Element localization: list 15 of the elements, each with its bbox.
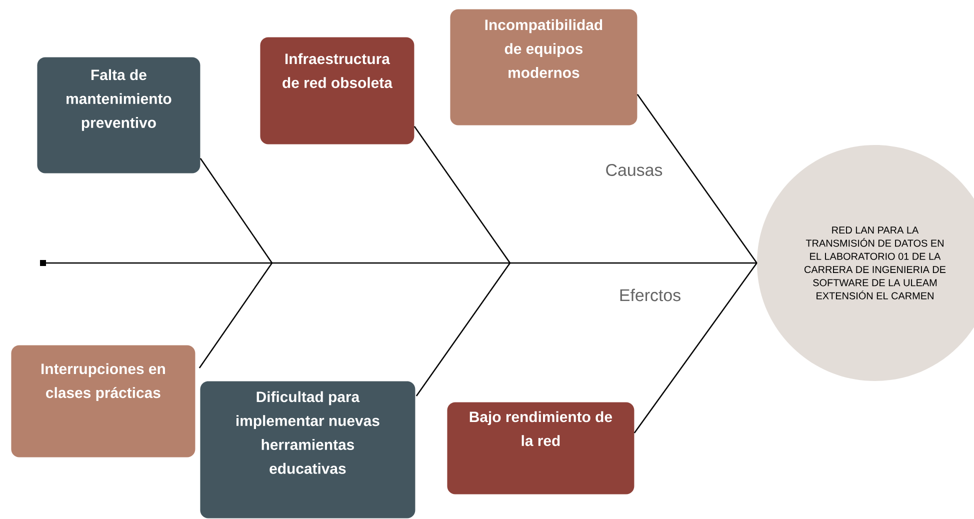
cause-box: Dificultad para implementar nuevas herramientas educativas (200, 381, 416, 518)
cause-box: Incompatibilidad de equipos modernos (450, 9, 638, 126)
cause-box: Bajo rendimiento de la red (447, 402, 634, 494)
bone-line (416, 262, 511, 396)
bone-line (414, 126, 511, 264)
cause-box: Interrupciones en clases prácticas (11, 345, 196, 458)
bone-line (634, 262, 758, 434)
bone-line (198, 262, 273, 368)
spine-line (40, 260, 757, 266)
section-label: Eferctos (620, 288, 680, 302)
cause-box: Falta de mantenimiento preventivo (37, 57, 200, 174)
bone-line (200, 158, 273, 264)
section-label: Causas (606, 164, 662, 176)
bone-line (636, 94, 758, 264)
cause-box: Infraestructura de red obsoleta (260, 37, 414, 144)
